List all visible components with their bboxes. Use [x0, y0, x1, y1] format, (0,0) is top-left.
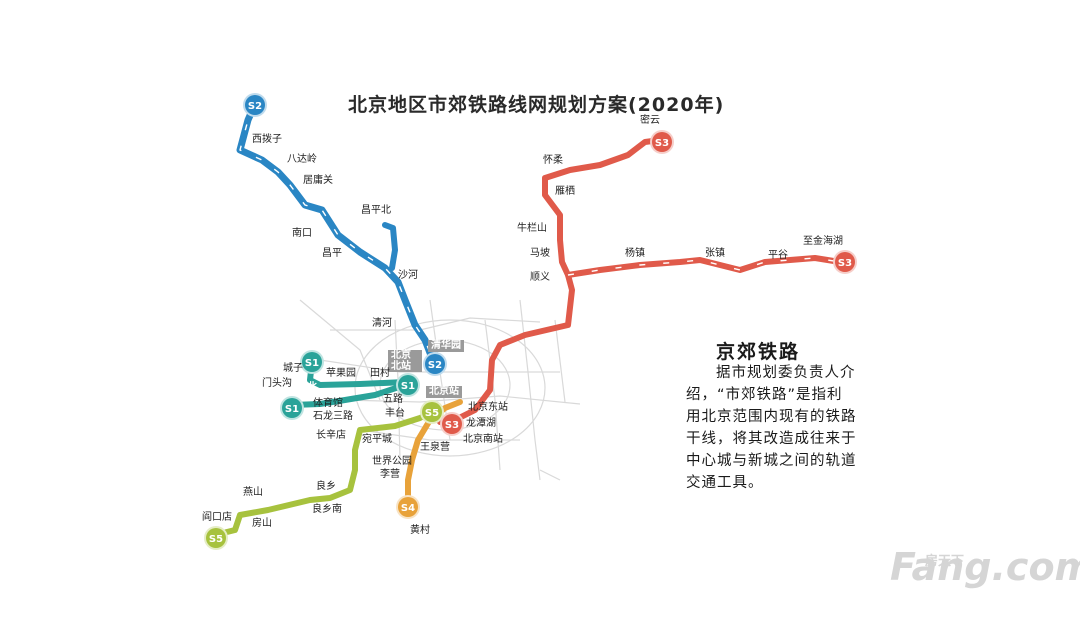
line-badge-s3-north: S3: [650, 130, 674, 154]
station-label: 五路: [383, 394, 403, 405]
station-label: 南口: [292, 228, 312, 239]
station-box-beijing-north: 北京北站: [388, 350, 422, 372]
station-label: 黄村: [410, 525, 430, 536]
brand-watermark-sub: 房天下: [925, 554, 965, 569]
station-label: 昌平北: [361, 205, 391, 216]
map-title: 北京地区市郊铁路线网规划方案(2020年): [348, 94, 725, 116]
station-label: 长辛店: [316, 430, 346, 441]
station-label: 北京南站: [463, 434, 503, 445]
line-s3-route: [437, 137, 843, 425]
station-label: 田村: [370, 368, 390, 379]
station-label: 张镇: [705, 248, 725, 259]
station-label: 良乡: [316, 481, 336, 492]
line-s1-route: [289, 359, 408, 408]
station-label: 沙河: [398, 270, 418, 281]
line-s4-route: [405, 399, 463, 503]
station-label: 马坡: [530, 248, 550, 259]
station-label: 房山: [252, 518, 272, 529]
brand-watermark: Fang.com: [890, 545, 1080, 589]
station-label: 燕山: [243, 487, 263, 498]
station-label: 居庸关: [303, 175, 333, 186]
station-label: 石龙三路: [313, 411, 353, 422]
line-badge-s2-north: S2: [243, 93, 267, 117]
station-label: 阎口店: [202, 512, 232, 523]
station-label: 体育馆: [313, 398, 343, 409]
line-badge-s3-center: S3: [440, 412, 464, 436]
line-badge-s3-east: S3东: [833, 250, 857, 293]
line-badge-s4-south: S4: [396, 495, 420, 519]
station-label: 西拨子: [252, 134, 282, 145]
station-label: 龙潭湖: [466, 418, 496, 429]
line-badge-s1-north: S1北: [300, 350, 324, 393]
line-badge-s5-center: S5: [420, 400, 444, 424]
station-label: 八达岭: [287, 154, 317, 165]
station-label: 杨镇: [625, 248, 645, 259]
station-label: 昌平: [322, 248, 342, 259]
station-label: 至金海湖: [803, 236, 843, 247]
station-label: 王泉营: [420, 442, 450, 453]
station-label: 雁栖: [555, 186, 575, 197]
station-label: 北京东站: [468, 402, 508, 413]
line-badge-s1-east: S1: [396, 373, 420, 397]
station-label: 宛平城: [362, 434, 392, 445]
station-label: 怀柔: [543, 155, 563, 166]
line-s5-route: [212, 409, 435, 538]
station-label: 顺义: [530, 272, 550, 283]
panel-heading: 京郊铁路: [716, 341, 801, 363]
station-label: 丰台: [385, 408, 405, 419]
station-box-qinghuayuan: 清华园: [428, 340, 464, 352]
station-label: 世界公园: [372, 456, 412, 467]
station-label: 城子: [283, 363, 303, 374]
line-s2-route: [236, 100, 436, 362]
station-box-beijing: 北京站: [426, 386, 462, 398]
station-label: 李营: [380, 469, 400, 480]
line-badge-s5-west: S5: [204, 526, 228, 550]
line-badge-s2-south: S2: [423, 352, 447, 376]
station-label: 平谷: [768, 250, 788, 261]
station-label: 门头沟: [262, 378, 292, 389]
line-badge-s1-west: S1: [280, 396, 304, 420]
station-label: 密云: [640, 115, 660, 126]
station-label: 良乡南: [312, 504, 342, 515]
panel-body: 据市规划委负责人介绍，“市郊铁路”是指利用北京范围内现有的铁路干线，将其改造成往…: [686, 365, 857, 491]
station-label: 苹果园: [326, 368, 356, 379]
station-label: 清河: [372, 318, 392, 329]
station-label: 牛栏山: [517, 223, 547, 234]
